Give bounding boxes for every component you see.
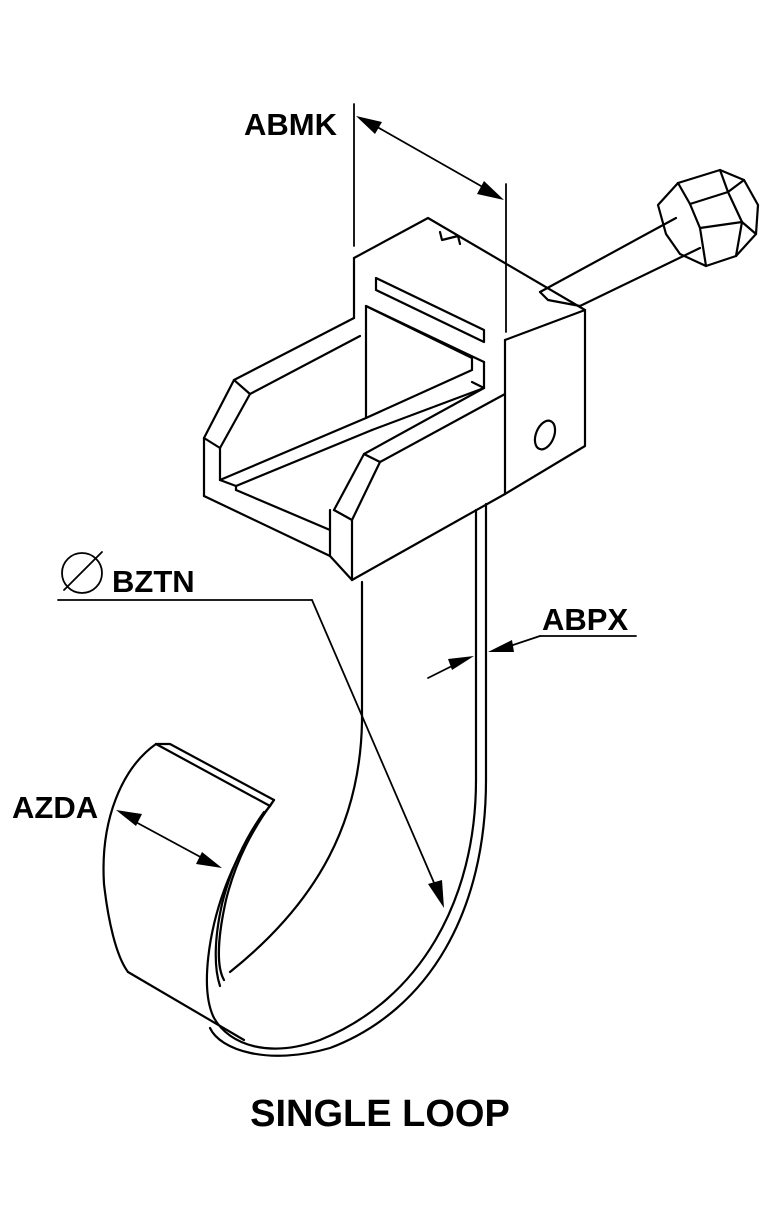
label-azda: AZDA bbox=[12, 790, 98, 825]
dimension-abmk: ABMK bbox=[244, 103, 507, 333]
hex-nut bbox=[656, 168, 760, 268]
label-abmk: ABMK bbox=[244, 107, 338, 142]
label-bztn: BZTN bbox=[112, 564, 195, 599]
threaded-rod bbox=[538, 216, 702, 308]
clamp-body bbox=[202, 216, 587, 582]
hanger-strap bbox=[102, 502, 488, 1057]
dimension-abpx: ABPX bbox=[427, 602, 637, 679]
drawing-caption: SINGLE LOOP bbox=[250, 1093, 510, 1135]
label-abpx: ABPX bbox=[542, 602, 628, 637]
dimension-bztn: BZTN bbox=[57, 551, 444, 908]
dimension-azda: AZDA bbox=[12, 790, 222, 868]
